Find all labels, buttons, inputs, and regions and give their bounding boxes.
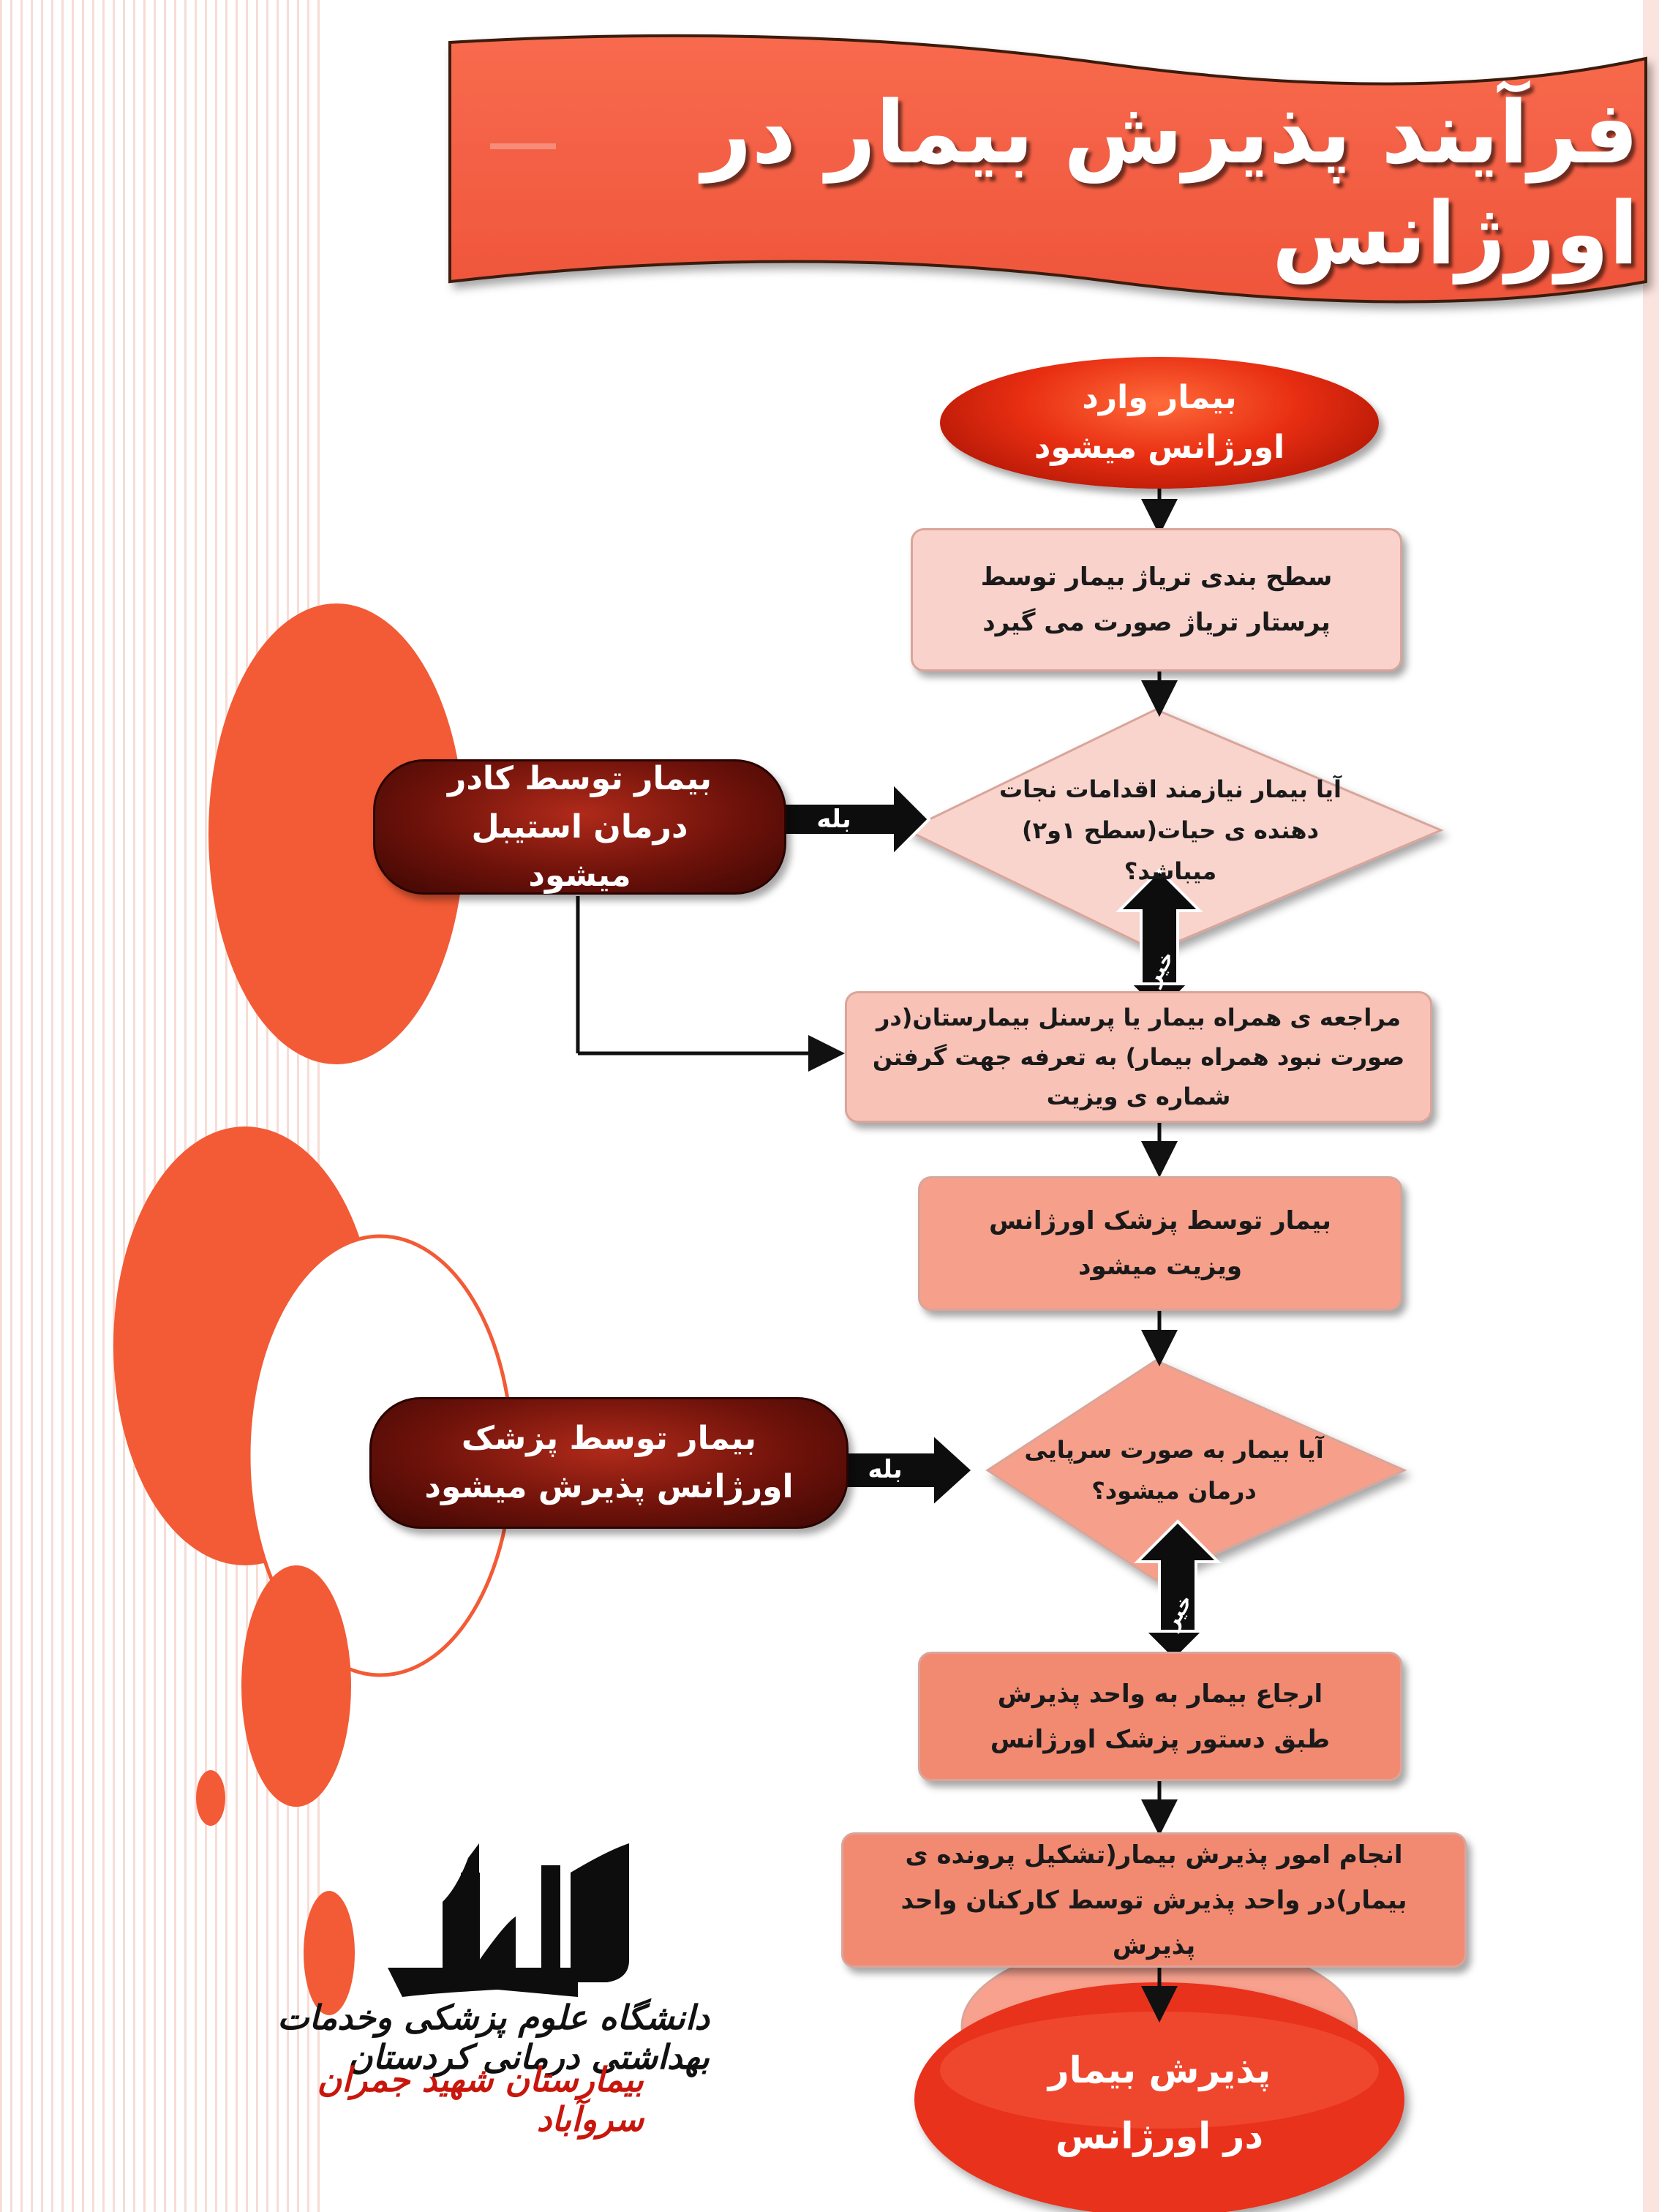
physician-visit-step: بیمار توسط پزشک اورژانس ویزیت میشود (918, 1176, 1402, 1311)
stabilize-terminal: بیمار توسط کادر درمان استیبل میشود (373, 759, 786, 895)
yes-label-2: بله (868, 1455, 903, 1484)
stabilize-connector (576, 896, 845, 1072)
decision-diamond-outpatient (985, 1359, 1407, 1581)
triage-step: سطح بندی تریاژ بیمار توسط پرستار تریاژ ص… (911, 528, 1402, 672)
outpatient-terminal: بیمار توسط پزشک اورژانس پذیرش میشود (369, 1397, 849, 1529)
right-border-stripe (1643, 0, 1659, 2212)
deco-circle-5 (304, 1891, 355, 2015)
start-terminal: بیمار وارد اورژانس میشود (940, 357, 1379, 489)
end-terminal-text: پذیرش بیمار در اورژانس (1047, 2049, 1271, 2157)
hospital-name: بیمارستان شهید جمران سروآباد (317, 2060, 644, 2139)
yes-label-1: بله (816, 805, 851, 834)
title-banner (448, 34, 1647, 304)
referral-step: ارجاع بیمار به واحد پذیرش طبق دستور پزشک… (918, 1652, 1402, 1781)
page-title: فرآیند پذیرش بیمار در اورژانس (701, 82, 1639, 284)
decision-life-saving-text: آیا بیمار نیازمند اقدامات نجات دهنده ی ح… (998, 775, 1342, 885)
decorative-circles (113, 603, 514, 2015)
deco-circle-1 (208, 603, 464, 1064)
decision-outpatient-text: آیا بیمار به صورت سرپایی درمان میشود؟ (1024, 1436, 1324, 1505)
registration-step: مراجعه ی همراه بیمار یا پرسنل بیمارستان(… (845, 991, 1432, 1123)
deco-circle-4 (196, 1770, 225, 1826)
background-stripes (0, 0, 322, 2212)
deco-circle-3 (241, 1565, 351, 1807)
admission-tasks-step: انجام امور پذیرش بیمار(تشکیل پرونده ی بی… (841, 1832, 1467, 1968)
university-logo-icon (388, 1843, 629, 1997)
